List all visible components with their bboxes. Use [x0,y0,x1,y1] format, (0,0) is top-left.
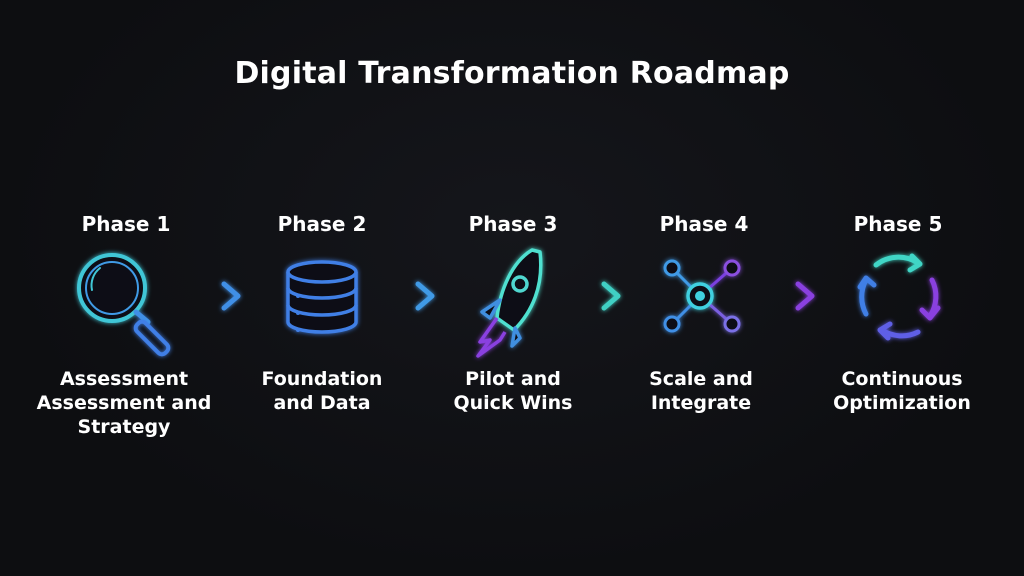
phase-1-label: Phase 1 [81,212,171,236]
phase-4-desc-line: Integrate [650,392,752,414]
network-icon [663,259,741,333]
phase-3-desc-line: Pilot and [465,368,561,390]
phase-3-label: Phase 3 [468,212,558,236]
phase-1-desc-line: Assessment and [36,392,212,414]
phase-2-description: Foundation and Data [227,367,417,415]
phase-3-desc-line: Quick Wins [453,392,573,414]
phase-1-desc-line: Assessment [59,368,189,390]
phase-5-label: Phase 5 [853,212,943,236]
phase-4-desc-line: Scale and [649,368,753,390]
phase-1-desc-line: Strategy [77,416,171,438]
rocket-icon [476,248,543,358]
phase-5-desc-line: Optimization [833,392,971,414]
phase-5-description: Continuous Optimization [807,367,997,415]
arrow-icon [221,281,241,311]
phase-3-description: Pilot and Quick Wins [418,367,608,415]
phase-4-label: Phase 4 [659,212,749,236]
phase-4-description: Scale and Integrate [606,367,796,415]
arrow-icon [415,281,435,311]
arrow-icon [601,281,621,311]
magnifier-icon [77,253,171,357]
phase-5-desc-line: Continuous [841,368,963,390]
page-title: Digital Transformation Roadmap [234,56,790,91]
database-icon [286,260,358,334]
arrow-icon [795,281,815,311]
phase-2-label: Phase 2 [277,212,367,236]
phase-1-description: Assessment Assessment and Strategy [29,367,219,439]
phase-2-desc-line: and Data [273,392,371,414]
phase-2-desc-line: Foundation [261,368,383,390]
cycle-icon [857,253,941,341]
